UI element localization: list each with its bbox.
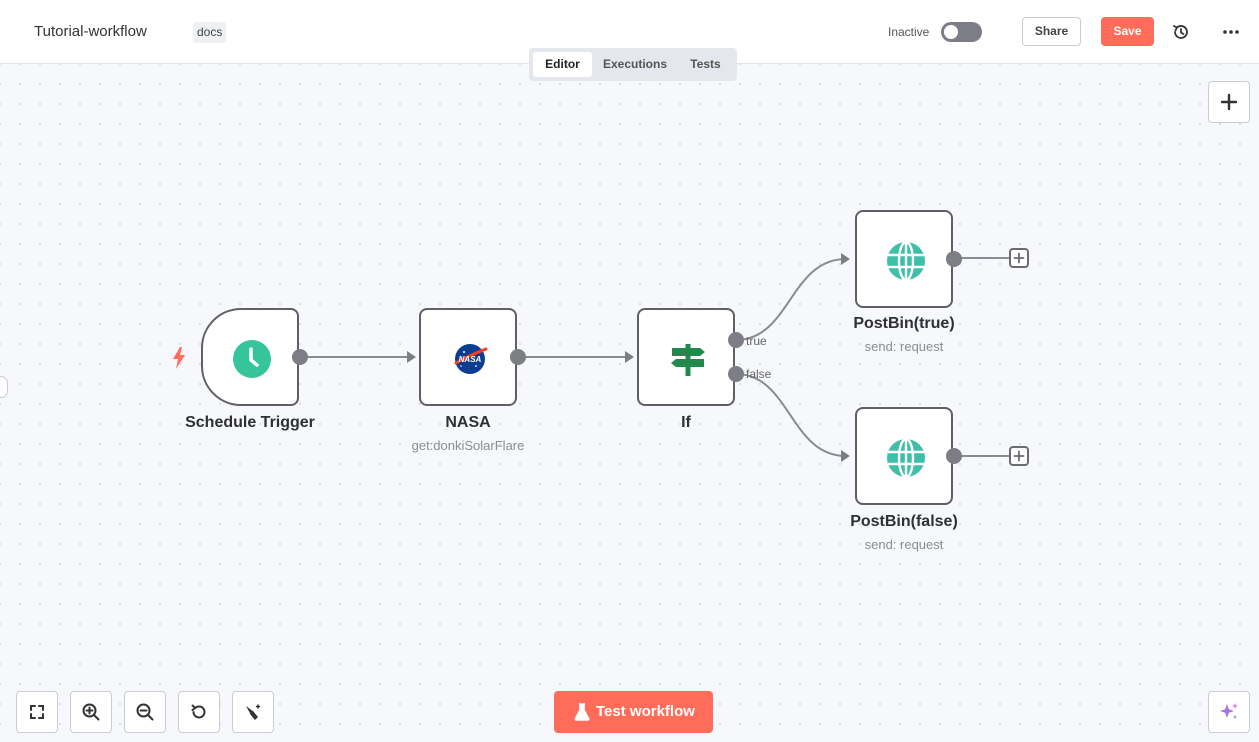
ai-assistant-button[interactable] (1208, 691, 1250, 733)
fit-view-button[interactable] (16, 691, 58, 733)
arrow-false (841, 450, 850, 462)
node-subtitle: send: request (864, 537, 944, 552)
status-label: Inactive (888, 25, 930, 39)
fit-view-icon (30, 705, 44, 719)
zoom-out-button[interactable] (124, 691, 166, 733)
sparkle-icon (1220, 703, 1238, 719)
add-node-panel-button[interactable] (1208, 81, 1250, 123)
add-node-button[interactable] (1009, 446, 1029, 466)
port-label-true: true (746, 334, 767, 348)
test-workflow-label: Test workflow (596, 703, 695, 720)
view-tabs: Editor Executions Tests (529, 48, 737, 81)
save-button[interactable]: Save (1101, 17, 1154, 46)
arrow-nasa (407, 351, 416, 363)
node-if[interactable] (637, 308, 735, 406)
add-node-button[interactable] (1009, 248, 1029, 268)
tidy-up-button[interactable] (232, 691, 274, 733)
output-port[interactable] (291, 348, 309, 366)
node-schedule-trigger[interactable] (201, 308, 299, 406)
test-workflow-button[interactable]: Test workflow (554, 691, 713, 733)
output-port[interactable] (945, 447, 963, 465)
node-title: PostBin(false) (850, 513, 958, 530)
zoom-out-icon (136, 703, 154, 721)
output-port[interactable] (509, 348, 527, 366)
nasa-logo-text: NASA (459, 355, 482, 364)
workflow-name[interactable]: Tutorial-workflow (34, 23, 147, 40)
node-subtitle: send: request (864, 339, 944, 354)
port-label-false: false (746, 367, 772, 381)
arrow-true (841, 253, 850, 265)
history-icon[interactable] (1170, 21, 1192, 43)
tidy-up-icon (246, 704, 261, 720)
toggle-knob (944, 25, 958, 39)
workflow-tag[interactable]: docs (193, 22, 227, 43)
tab-editor[interactable]: Editor (533, 52, 592, 77)
nasa-logo-icon: NASA (454, 344, 488, 374)
node-title: NASA (445, 414, 491, 431)
output-port[interactable] (945, 250, 963, 268)
output-port-true[interactable] (727, 331, 745, 349)
workflow-canvas[interactable] (0, 64, 1259, 742)
arrow-if (625, 351, 634, 363)
tab-tests[interactable]: Tests (690, 57, 721, 71)
active-toggle[interactable] (941, 22, 982, 42)
plus-icon (1013, 252, 1025, 264)
globe-icon (887, 438, 925, 478)
edge-if-false (735, 373, 847, 457)
more-horizontal-icon[interactable] (1220, 21, 1242, 43)
plus-icon (1013, 450, 1025, 462)
zoom-in-button[interactable] (70, 691, 112, 733)
node-postbin-true[interactable] (855, 210, 953, 308)
share-button[interactable]: Share (1022, 17, 1081, 46)
signpost-icon (671, 344, 705, 376)
zoom-in-icon (82, 703, 100, 721)
plus-icon (1220, 93, 1238, 111)
reset-zoom-button[interactable] (178, 691, 220, 733)
output-port-false[interactable] (727, 365, 745, 383)
node-nasa[interactable]: NASA (419, 308, 517, 406)
node-title: PostBin(true) (853, 315, 955, 332)
reset-zoom-icon (191, 704, 206, 719)
clock-icon (233, 340, 271, 378)
lightning-icon (173, 347, 185, 369)
node-title: Schedule Trigger (185, 414, 315, 431)
globe-icon (887, 241, 925, 281)
flask-icon (574, 703, 590, 721)
tab-executions[interactable]: Executions (602, 57, 668, 71)
node-postbin-false[interactable] (855, 407, 953, 505)
node-subtitle: get:donkiSolarFlare (411, 438, 525, 453)
node-title: If (681, 414, 691, 431)
edge-if-true (735, 258, 847, 341)
